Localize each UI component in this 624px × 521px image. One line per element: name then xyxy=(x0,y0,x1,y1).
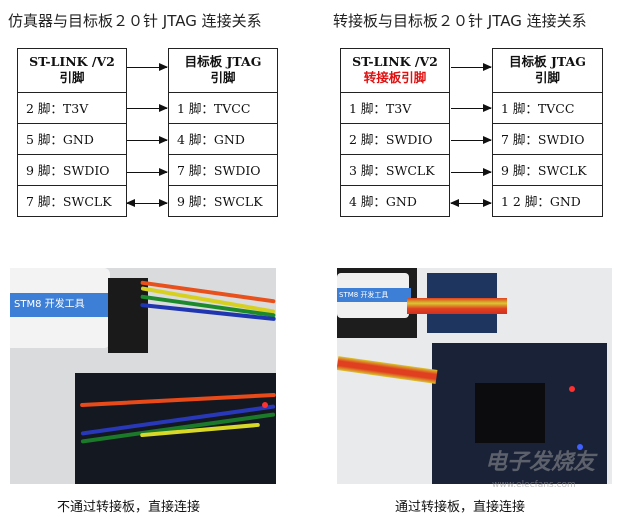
arrow-icon xyxy=(451,136,492,144)
left-target-header: 目标板 JTAG 引脚 xyxy=(169,49,277,92)
pin-cell: 5 脚：GND xyxy=(18,123,126,154)
arrow-icon xyxy=(451,168,492,176)
left-target-box: 目标板 JTAG 引脚 1 脚：TVCC 4 脚：GND 7 脚：SWDIO 9… xyxy=(168,48,278,217)
ribbon-wires xyxy=(337,356,438,384)
left-diagram-title: 仿真器与目标板２０针 JTAG 连接关系 xyxy=(8,12,262,30)
pin-cell: 1 2 脚：GND xyxy=(493,185,602,216)
pin-cell: 7 脚：SWCLK xyxy=(18,185,126,216)
header-line: 引脚 xyxy=(59,70,85,85)
right-source-header: ST-LINK /V2 转接板引脚 xyxy=(341,49,449,92)
led-red xyxy=(569,386,575,392)
double-arrow-icon xyxy=(450,199,492,207)
double-arrow-icon xyxy=(126,199,168,207)
pin-cell: 4 脚：GND xyxy=(169,123,277,154)
pin-cell: 1 脚：T3V xyxy=(341,92,449,123)
header-line: ST-LINK /V2 xyxy=(29,54,115,69)
arrow-icon xyxy=(127,168,168,176)
arrow-icon xyxy=(451,63,492,71)
header-line: 目标板 JTAG xyxy=(509,54,586,69)
header-line: 目标板 JTAG xyxy=(184,54,262,69)
pin-cell: 7 脚：SWDIO xyxy=(493,123,602,154)
ribbon-wires xyxy=(407,298,507,314)
device-label: STM8 开发工具 xyxy=(10,293,114,317)
pin-cell: 4 脚：GND xyxy=(341,185,449,216)
pin-cell: 2 脚：T3V xyxy=(18,92,126,123)
led-red xyxy=(262,402,268,408)
stlink-device: STM8 开发工具 xyxy=(337,268,417,338)
led-blue xyxy=(577,444,583,450)
left-source-header: ST-LINK /V2 引脚 xyxy=(18,49,126,92)
pin-cell: 1 脚：TVCC xyxy=(169,92,277,123)
left-photo: STM8 开发工具 xyxy=(10,268,276,484)
stlink-device: STM8 开发工具 xyxy=(10,268,114,348)
watermark-logo: 电子发烧友 xyxy=(485,450,596,475)
header-line: ST-LINK /V2 xyxy=(352,54,438,69)
right-diagram-title: 转接板与目标板２０针 JTAG 连接关系 xyxy=(333,12,587,30)
pin-cell: 3 脚：SWCLK xyxy=(341,154,449,185)
pin-cell: 7 脚：SWDIO xyxy=(169,154,277,185)
pin-cell: 9 脚：SWDIO xyxy=(18,154,126,185)
connector xyxy=(108,278,148,353)
device-label: STM8 开发工具 xyxy=(337,288,411,302)
right-target-header: 目标板 JTAG 引脚 xyxy=(493,49,602,92)
left-caption: 不通过转接板，直接连接 xyxy=(57,500,201,515)
mcu-chip xyxy=(475,383,545,443)
header-line-red: 转接板引脚 xyxy=(363,70,427,85)
right-source-box: ST-LINK /V2 转接板引脚 1 脚：T3V 2 脚：SWDIO 3 脚：… xyxy=(340,48,450,217)
header-line: 引脚 xyxy=(534,70,560,85)
right-target-box: 目标板 JTAG 引脚 1 脚：TVCC 7 脚：SWDIO 9 脚：SWCLK… xyxy=(492,48,603,217)
watermark-url: www.elecfans.com xyxy=(492,480,576,490)
arrow-icon xyxy=(127,63,168,71)
arrow-icon xyxy=(451,104,492,112)
pin-cell: 9 脚：SWCLK xyxy=(169,185,277,216)
right-caption: 通过转接板，直接连接 xyxy=(395,500,526,515)
right-photo: STM8 开发工具 xyxy=(337,268,612,484)
left-source-box: ST-LINK /V2 引脚 2 脚：T3V 5 脚：GND 9 脚：SWDIO… xyxy=(17,48,127,217)
pin-cell: 2 脚：SWDIO xyxy=(341,123,449,154)
arrow-icon xyxy=(127,104,168,112)
pin-cell: 9 脚：SWCLK xyxy=(493,154,602,185)
arrow-icon xyxy=(127,136,168,144)
pin-cell: 1 脚：TVCC xyxy=(493,92,602,123)
header-line: 引脚 xyxy=(210,70,236,85)
